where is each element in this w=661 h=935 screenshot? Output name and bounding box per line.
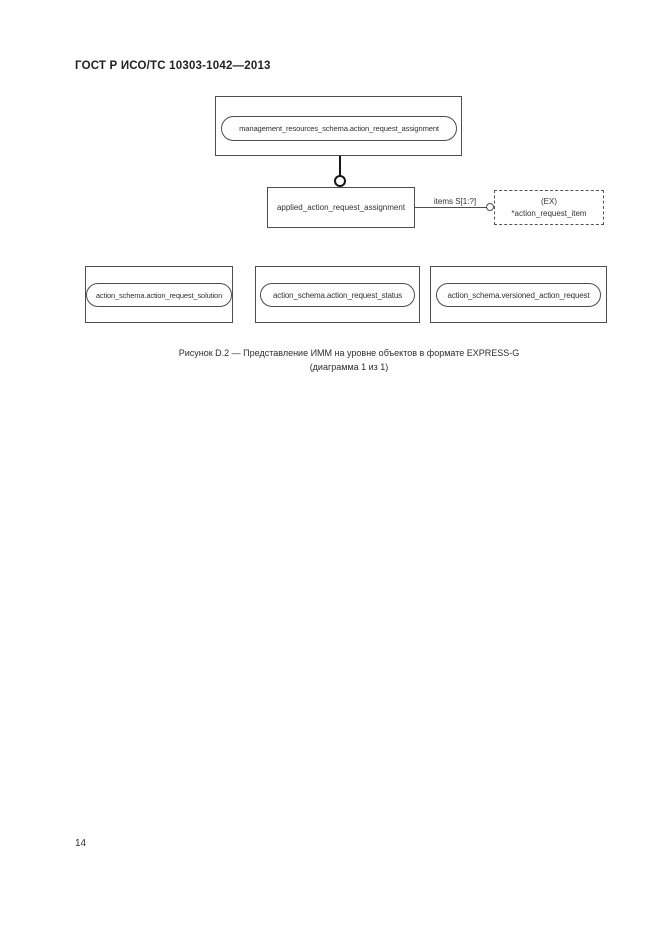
vertical-connector-line — [339, 156, 341, 176]
bottom-entity-ref-2: action_schema.action_request_status — [260, 283, 415, 307]
figure-caption-line2: (диаграмма 1 из 1) — [309, 361, 389, 372]
bottom-entity-ref-3: action_schema.versioned_action_request — [436, 283, 601, 307]
applied-entity-box: applied_action_request_assignment — [267, 187, 415, 228]
relation-line — [415, 207, 490, 208]
figure-caption: Рисунок D.2 — Представление ИММ на уровн… — [38, 347, 660, 375]
external-ref-name: *action_request_item — [511, 208, 587, 218]
connector-circle — [334, 175, 346, 187]
external-ref-box: (EX) *action_request_item — [494, 190, 604, 225]
document-header: ГОСТ Р ИСО/ТС 10303-1042—2013 — [75, 60, 271, 72]
page-number: 14 — [75, 838, 87, 849]
relation-end-circle — [486, 203, 494, 211]
figure-caption-line1: Рисунок D.2 — Представление ИММ на уровн… — [178, 348, 520, 358]
top-entity-ref: management_resources_schema.action_reque… — [221, 116, 457, 141]
external-ref-tag: (EX) — [541, 196, 557, 206]
bottom-entity-ref-1: action_schema.action_request_solution — [86, 283, 232, 307]
relation-label: items S[1:?] — [433, 197, 477, 206]
